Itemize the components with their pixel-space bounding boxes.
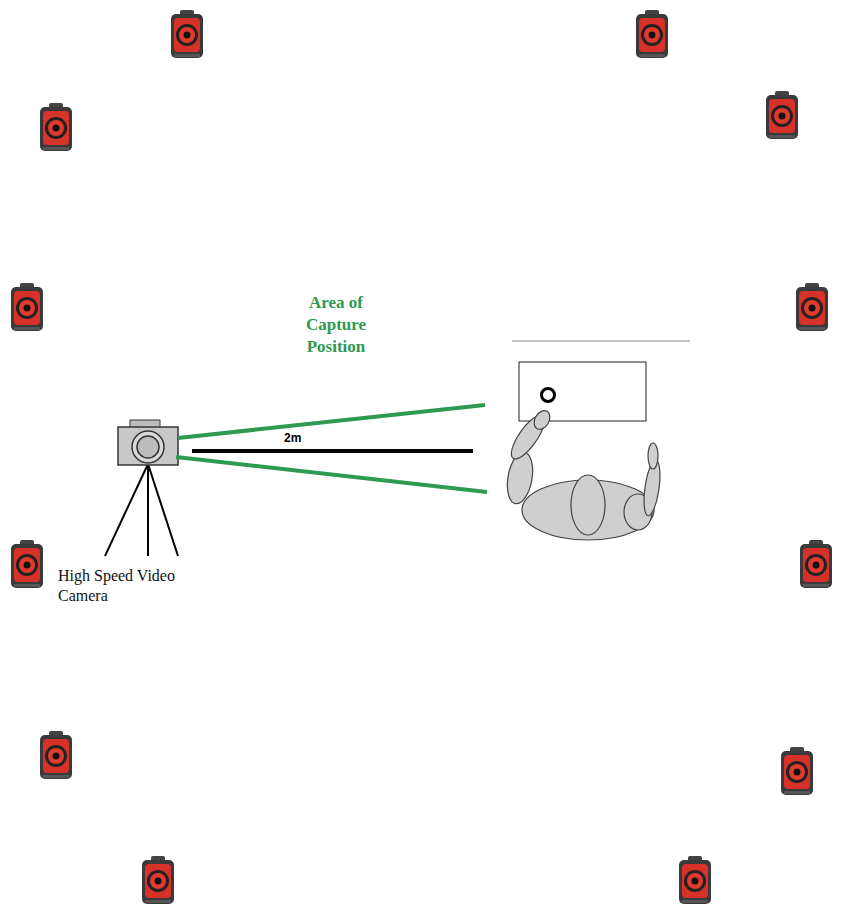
subject-figure <box>504 408 663 540</box>
motion-cameras <box>11 10 832 904</box>
dimension-label: 2m <box>284 431 324 445</box>
video-camera <box>105 420 178 556</box>
camera-label: High Speed Video Camera <box>58 566 208 606</box>
distance-line <box>192 449 473 453</box>
field-of-view <box>176 405 487 492</box>
desk <box>512 341 690 421</box>
area-label: Area of Capture Position <box>281 292 391 358</box>
